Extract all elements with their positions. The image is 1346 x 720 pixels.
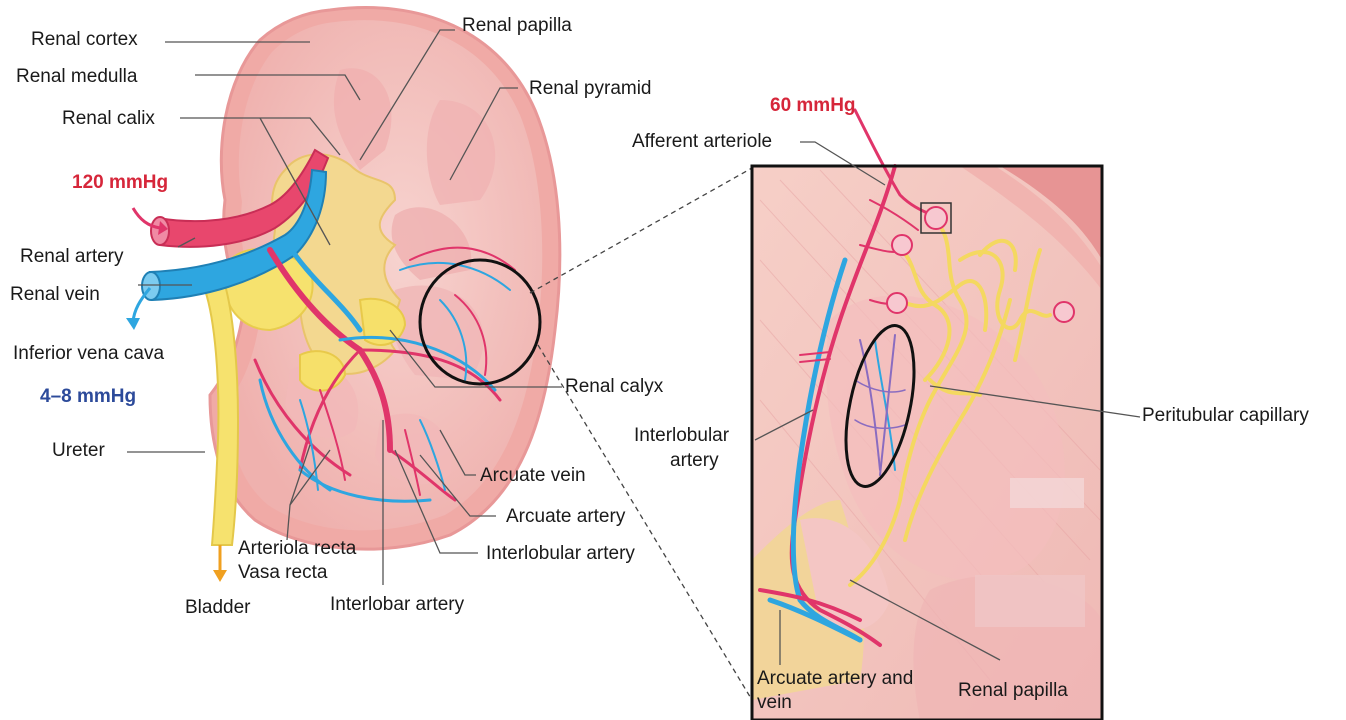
label-arcuate-artery-and-vein-1: Arcuate artery and bbox=[757, 668, 913, 690]
label-renal-cortex: Renal cortex bbox=[31, 29, 138, 51]
pressure-renal-artery: 120 mmHg bbox=[72, 172, 168, 194]
label-vasa-recta: Vasa recta bbox=[238, 562, 327, 584]
label-ureter: Ureter bbox=[52, 440, 105, 462]
label-renal-papilla-bottom: Renal papilla bbox=[958, 680, 1068, 702]
label-interlobular-artery-right-2: artery bbox=[670, 450, 719, 472]
label-bladder: Bladder bbox=[185, 597, 251, 619]
label-renal-pyramid: Renal pyramid bbox=[529, 78, 652, 100]
label-renal-medulla: Renal medulla bbox=[16, 66, 137, 88]
bladder-arrowhead bbox=[213, 570, 227, 582]
label-arcuate-vein: Arcuate vein bbox=[480, 465, 586, 487]
label-afferent-arteriole: Afferent arteriole bbox=[632, 131, 772, 153]
label-renal-papilla-top: Renal papilla bbox=[462, 15, 572, 37]
label-arteriola-recta: Arteriola recta bbox=[238, 538, 356, 560]
label-interlobular-artery-right-1: Interlobular bbox=[634, 425, 729, 447]
label-arcuate-artery-and-vein-2: vein bbox=[757, 692, 792, 714]
glomerulus-3 bbox=[887, 293, 907, 313]
label-interlobular-artery-left: Interlobular artery bbox=[486, 543, 635, 565]
placeholder-block-1 bbox=[1010, 478, 1084, 508]
pressure-afferent: 60 mmHg bbox=[770, 95, 856, 117]
placeholder-block-2 bbox=[975, 575, 1085, 627]
label-inferior-vena-cava: Inferior vena cava bbox=[13, 343, 164, 365]
label-renal-calyx: Renal calyx bbox=[565, 376, 663, 398]
label-interlobar-artery: Interlobar artery bbox=[330, 594, 464, 616]
label-renal-artery: Renal artery bbox=[20, 246, 124, 268]
kidney bbox=[126, 8, 560, 582]
vein-outflow-arrowhead bbox=[126, 318, 140, 330]
glomerulus-1 bbox=[925, 207, 947, 229]
label-renal-calix: Renal calix bbox=[62, 108, 155, 130]
glomerulus-2 bbox=[892, 235, 912, 255]
pressure-venous: 4–8 mmHg bbox=[40, 386, 136, 408]
vein-outflow-arrow bbox=[133, 288, 150, 322]
label-peritubular-capillary: Peritubular capillary bbox=[1142, 405, 1309, 427]
zoom-connector-top bbox=[530, 168, 752, 293]
glomerulus-4 bbox=[1054, 302, 1074, 322]
label-renal-vein: Renal vein bbox=[10, 284, 100, 306]
label-arcuate-artery: Arcuate artery bbox=[506, 506, 625, 528]
